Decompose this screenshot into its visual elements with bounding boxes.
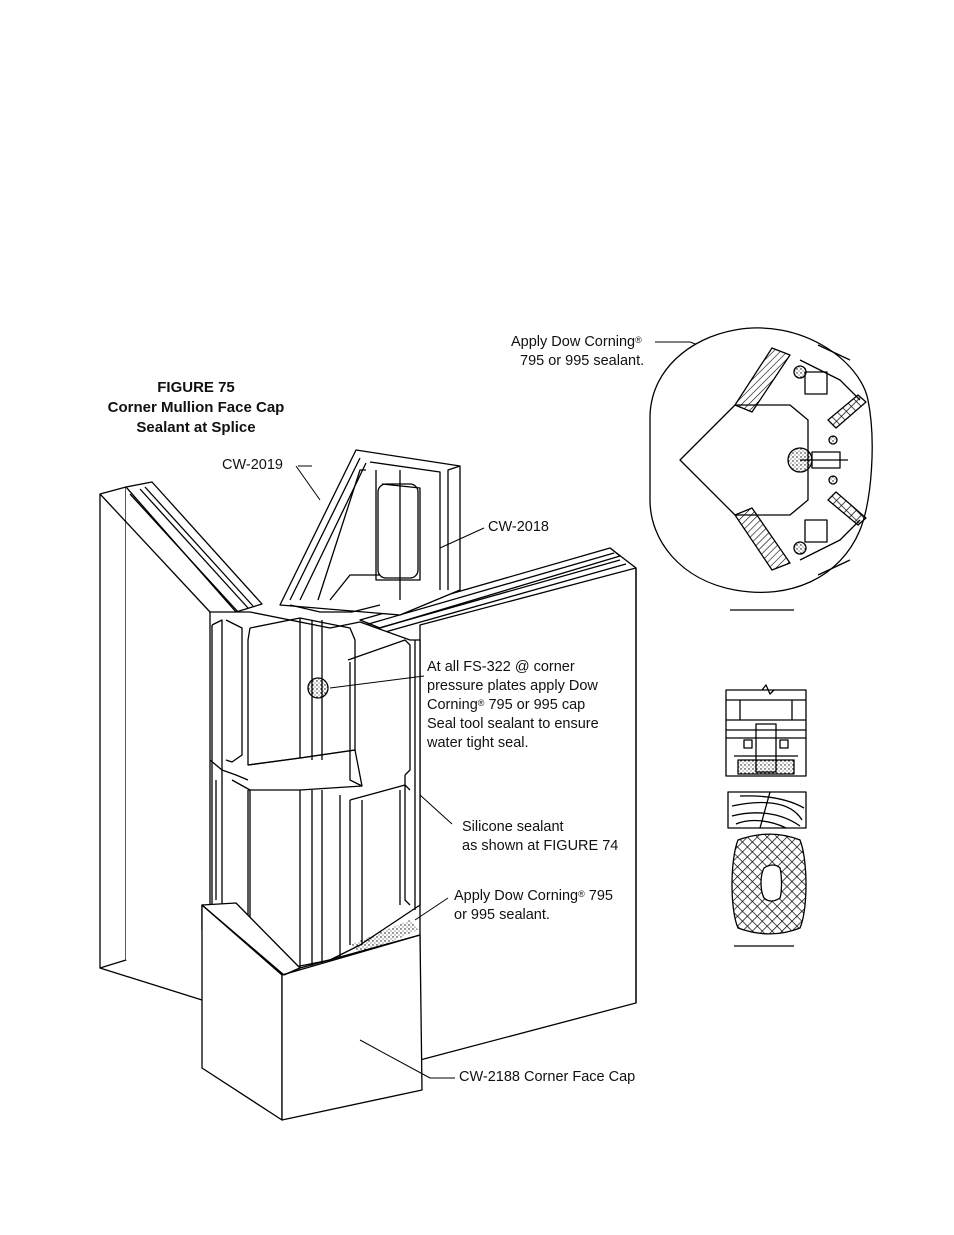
label-fs322-line4: Seal tool sealant to ensure xyxy=(427,716,599,732)
left-rail xyxy=(125,481,263,613)
label-cw-2018: CW-2018 xyxy=(488,519,549,535)
detail-section-circle xyxy=(649,327,873,594)
label-fs322-line3b: 795 or 995 cap xyxy=(484,697,586,713)
registered-mark: ® xyxy=(477,698,485,708)
label-silicone-line2: as shown at FIGURE 74 xyxy=(462,838,619,854)
registered-mark: ® xyxy=(578,889,585,899)
figure-number: FIGURE 75 xyxy=(157,379,235,396)
label-face-cap: CW-2188 Corner Face Cap xyxy=(459,1069,636,1085)
label-detail-sealant-line2: 795 or 995 sealant. xyxy=(520,353,645,369)
mullion-extrusion-top xyxy=(279,449,461,616)
label-cw-2019: CW-2019 xyxy=(222,457,283,473)
label-apply-sealant-line1: Apply Dow Corning® 795 xyxy=(454,887,613,906)
label-fs322-line3a: Corning xyxy=(427,697,478,713)
figure-title-line1: Corner Mullion Face Cap xyxy=(107,399,285,416)
label-fs322-line5: water tight seal. xyxy=(427,735,529,751)
label-apply-line1a: Apply Dow Corning xyxy=(454,888,579,904)
label-detail-sealant-line1: Apply Dow Corning xyxy=(511,334,636,350)
label-fs322-line2: pressure plates apply Dow xyxy=(427,678,598,694)
detail-wood-block xyxy=(727,791,807,829)
corner-mullion-body xyxy=(209,611,421,969)
right-rail xyxy=(359,547,627,635)
label-apply-line1b: 795 xyxy=(584,888,613,904)
figure-title: FIGURE 75 Corner Mullion Face Cap Sealan… xyxy=(96,378,296,438)
label-silicone-line1: Silicone sealant xyxy=(462,819,564,835)
label-fs322-line3: Corning® 795 or 995 cap xyxy=(427,696,585,715)
registered-mark: ® xyxy=(635,335,642,345)
corner-face-cap xyxy=(201,902,423,1121)
detail-gasket-section xyxy=(731,833,807,935)
label-detail-sealant: Apply Dow Corning® xyxy=(511,333,642,352)
figure-title-line2: Sealant at Splice xyxy=(136,419,256,436)
label-apply-sealant-line2: or 995 sealant. xyxy=(454,907,550,923)
label-fs322-line1: At all FS-322 @ corner xyxy=(427,659,575,675)
left-glass-panel xyxy=(99,486,211,1001)
detail-mullion-section xyxy=(725,684,807,777)
sealant-bead-corner xyxy=(307,677,329,699)
right-glass-panel xyxy=(419,547,637,1061)
